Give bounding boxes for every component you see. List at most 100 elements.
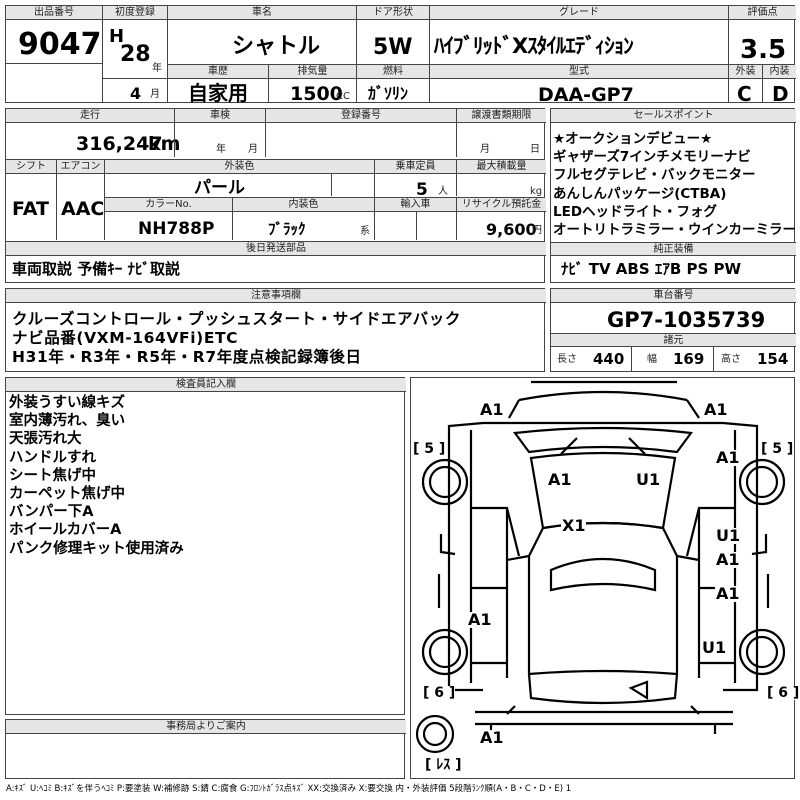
damage-mark: A1 [479, 400, 505, 419]
inspector-box: 検査員記入欄 外装うすい線キズ室内薄汚れ、臭い天張汚れ大ハンドルすれシート焦げ中… [5, 377, 406, 715]
grade: ﾊｲﾌﾞﾘｯﾄﾞXｽﾀｲﾙｴﾃﾞｨｼｮﾝ [434, 34, 634, 58]
damage-mark: A1 [715, 550, 741, 569]
lot-label: 出品番号 [6, 6, 102, 20]
reg-year: 28 [120, 42, 151, 67]
sales-point: ★オークションデビュー★ [553, 131, 713, 147]
transfer-day-unit: 日 [530, 144, 540, 155]
inspector-line: ホイールカバーA [9, 522, 122, 539]
transfer-month-unit: 月 [480, 144, 490, 155]
car-name-label: 車名 [168, 6, 356, 20]
vehicle-info-table: 走行 316,247 km 車検 年 月 登録番号 譲渡書類期限 月 日 シフト… [5, 108, 546, 283]
tire-label: [ 6 ] [767, 685, 800, 701]
shift: FAT [12, 198, 49, 220]
inspector-line: 天張汚れ大 [9, 431, 82, 448]
note-line: H31年・R3年・R5年・R7年度点検記録簿後日 [12, 348, 362, 366]
chassis-number: GP7-1035739 [607, 308, 766, 332]
tire-label: [ 5 ] [413, 441, 446, 457]
notes-list: クルーズコントロール・プッシュスタート・サイドエアバックナビ品番(VXM-164… [12, 310, 461, 367]
recycle-label: リサイクル預託金 [457, 198, 546, 212]
tire-value: ﾚｽ [436, 757, 451, 773]
model: DAA-GP7 [538, 84, 634, 106]
office-label: 事務局よりご案内 [6, 720, 406, 734]
equip-label: 純正装備 [551, 242, 796, 256]
import-label: 輸入車 [375, 198, 456, 212]
int-score: D [772, 82, 789, 106]
note-line: ナビ品番(VXM-164VFi)ETC [12, 329, 239, 347]
lot-number: 9047 [18, 27, 102, 62]
damage-mark: X1 [561, 516, 587, 535]
sales-list: ★オークションデビュー★ ギャザーズ7インチメモリーナビフルセグテレビ・バックモニ… [553, 130, 796, 239]
dims-label: 諸元 [551, 333, 796, 347]
sales-label: セールスポイント [551, 109, 796, 123]
recycle: 9,600 [486, 220, 537, 239]
capacity: 5 [416, 180, 428, 200]
history: 自家用 [188, 81, 248, 105]
damage-mark: U1 [635, 470, 662, 489]
tire-value: 5 [424, 441, 435, 457]
colorno: NH788P [138, 219, 215, 239]
note-line: クルーズコントロール・プッシュスタート・サイドエアバック [12, 310, 461, 328]
regno-label: 登録番号 [266, 109, 456, 123]
sales-point: LEDヘッドライト・フォグ [553, 203, 718, 220]
car-name: シャトル [232, 34, 321, 59]
inspection-label: 車検 [175, 109, 265, 123]
color: パール [194, 178, 245, 198]
fuel: ｶﾞｿﾘﾝ [368, 84, 409, 103]
width-label: 幅 [647, 354, 657, 365]
year-unit: 年 [152, 63, 162, 74]
model-label: 型式 [430, 65, 728, 79]
cc-unit: CC [336, 91, 350, 102]
inspector-line: バンパー下A [9, 504, 94, 521]
maxload-unit: kg [530, 186, 543, 197]
damage-mark: A1 [467, 610, 493, 629]
legend: A:ｷｽﾞ U:ﾍｺﾐ B:ｷｽﾞを伴うﾍｺﾐ P:要塗装 W:補修跡 S:錆 … [6, 784, 572, 794]
km-unit: km [148, 133, 181, 155]
recycle-unit: 円 [532, 225, 542, 236]
shift-label: シフト [6, 160, 56, 174]
equipment: ﾅﾋﾞ TV ABS ｴｱB PS PW [561, 260, 742, 278]
tire-value: 6 [778, 685, 789, 701]
damage-mark: U1 [701, 638, 728, 657]
sales-point: あんしんパッケージ(CTBA) [553, 185, 727, 202]
damage-mark: A1 [715, 584, 741, 603]
tire-label: [ 5 ] [761, 441, 794, 457]
mileage: 316,247 [76, 133, 163, 155]
chassis-label: 車台番号 [551, 289, 796, 303]
door-type: 5W [373, 35, 413, 60]
tire-label: [ ﾚｽ ] [425, 757, 462, 773]
ext-score: C [737, 82, 752, 106]
length-label: 長さ [557, 354, 577, 365]
inspector-line: カーペット焦げ中 [9, 486, 125, 503]
transfer-label: 譲渡書類期限 [457, 109, 546, 123]
sales-points: セールスポイント ★オークションデビュー★ ギャザーズ7インチメモリーナビフルセグ… [550, 108, 796, 283]
capacity-label: 乗車定員 [375, 160, 456, 174]
header-table: 出品番号 9047 初度登録 H 28 年 4 月 車名 シャトル ドア形状 5… [5, 5, 796, 106]
tire-value: 5 [772, 441, 783, 457]
inspector-label: 検査員記入欄 [6, 378, 406, 392]
notes-label: 注意事項欄 [6, 289, 546, 303]
damage-mark: A1 [715, 448, 741, 467]
maxload-label: 最大積載量 [457, 160, 546, 174]
damage-mark: A1 [547, 470, 573, 489]
intcolor-label: 内装色 [233, 198, 374, 212]
ac: AAC [61, 198, 105, 220]
sales-point: フルセグテレビ・バックモニター [553, 167, 756, 184]
insp-month-unit: 月 [248, 144, 258, 155]
displacement-label: 排気量 [269, 65, 356, 79]
score-label: 評価点 [729, 6, 796, 20]
later-parts: 車両取説 予備ｷｰ ﾅﾋﾞ取説 [12, 260, 180, 278]
length: 440 [593, 350, 625, 368]
tire-label: [ 6 ] [423, 685, 456, 701]
sales-point: ギャザーズ7インチメモリーナビ [553, 149, 751, 166]
inspector-line: ハンドルすれ [9, 449, 96, 466]
damage-mark: A1 [479, 728, 505, 747]
insp-year-unit: 年 [216, 144, 226, 155]
height-label: 高さ [721, 354, 741, 365]
score: 3.5 [740, 35, 787, 65]
chassis-box: 車台番号 GP7-1035739 諸元 長さ 440 幅 169 高さ 154 [550, 288, 796, 372]
intcolor: ﾌﾞﾗｯｸ [268, 220, 306, 238]
fuel-label: 燃料 [357, 65, 429, 79]
damage-mark: U1 [715, 526, 742, 545]
inspector-line: パンク修理キット使用済み [9, 540, 184, 557]
